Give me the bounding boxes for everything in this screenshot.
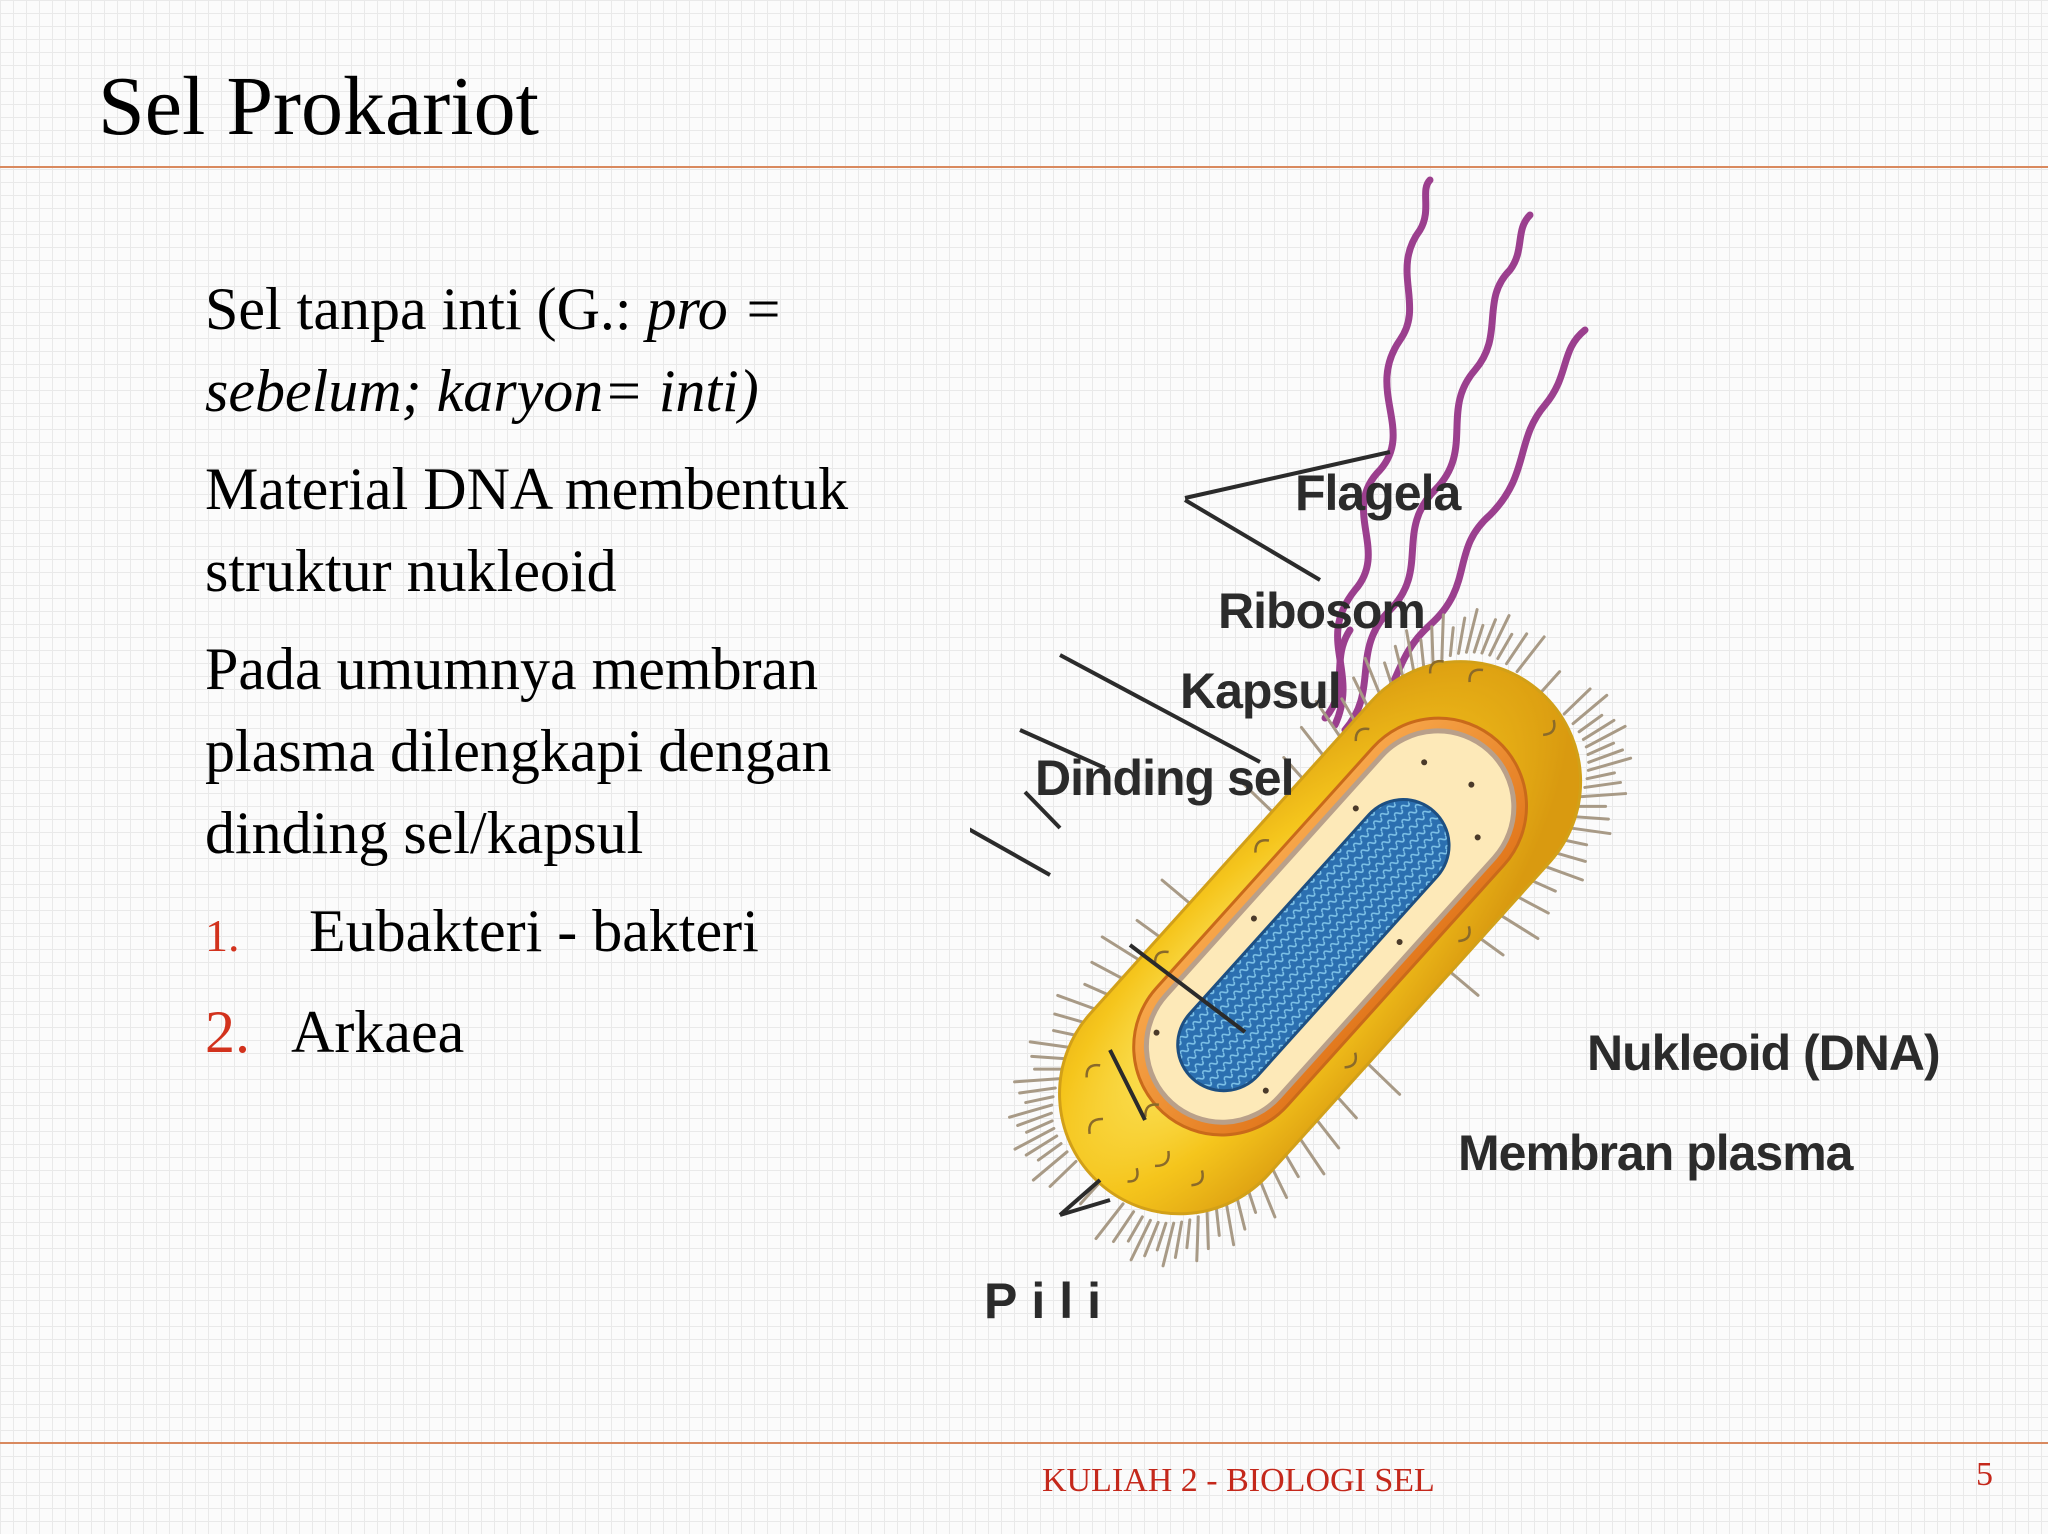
capsule-squiggles bbox=[1085, 659, 1556, 1187]
list-text: Eubakteri - bakteri bbox=[309, 898, 759, 964]
label-kapsul: Kapsul bbox=[1180, 663, 1341, 719]
paragraph-dna: Material DNA membentuk struktur nukleoid bbox=[205, 456, 849, 604]
list-item: 2. Arkaea bbox=[205, 991, 965, 1073]
list-number: 1. bbox=[205, 910, 240, 961]
label-membran-plasma: Membran plasma bbox=[1458, 1125, 1855, 1181]
prokaryote-cell-diagram: Flagela Ribosom Kapsul Dinding sel Nukle… bbox=[970, 170, 2000, 1340]
nucleoid bbox=[1176, 798, 1451, 1093]
footer-course: KULIAH 2 - BIOLOGI SEL bbox=[1042, 1462, 1435, 1499]
pili-hairs bbox=[1008, 608, 1633, 1268]
label-flagela: Flagela bbox=[1295, 465, 1462, 521]
ribosomes bbox=[1153, 759, 1481, 1094]
label-ribosom: Ribosom bbox=[1218, 583, 1425, 639]
flagella bbox=[1321, 176, 1589, 739]
definition-text: Sel tanpa inti (G.: bbox=[205, 276, 647, 342]
paragraph-definition: Sel tanpa inti (G.: pro = sebelum; karyo… bbox=[205, 268, 965, 432]
footer-divider bbox=[0, 1442, 2048, 1444]
label-nukleoid: Nukleoid (DNA) bbox=[1587, 1025, 1940, 1081]
definition-etymology: pro = sebelum; karyon= inti) bbox=[205, 276, 784, 424]
bullet-content: Sel tanpa inti (G.: pro = sebelum; karyo… bbox=[205, 268, 965, 1087]
paragraph-membrane: Pada umumnya membran plasma dilengkapi d… bbox=[205, 636, 832, 866]
list-item: 1. Eubakteri - bakteri bbox=[205, 890, 965, 977]
label-dinding-sel: Dinding sel bbox=[1035, 750, 1293, 806]
page-number: 5 bbox=[1976, 1456, 1993, 1493]
list-number: 2. bbox=[205, 999, 250, 1065]
label-pili: Pili bbox=[984, 1273, 1115, 1329]
slide-title: Sel Prokariot bbox=[98, 60, 539, 153]
title-divider bbox=[0, 166, 2048, 168]
leader-lines bbox=[970, 450, 1391, 1217]
list-text: Arkaea bbox=[291, 999, 465, 1065]
